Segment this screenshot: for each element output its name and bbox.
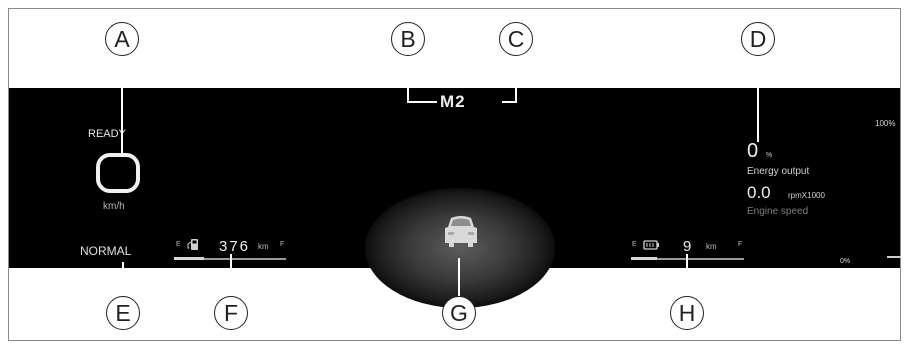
fuel-pump-icon (187, 239, 198, 250)
battery-range-value: 9 (683, 238, 692, 255)
road-glow (365, 188, 555, 308)
callout-a: A (105, 22, 139, 56)
speed-readout-zero (96, 153, 140, 193)
fuel-gauge-fill (174, 257, 204, 260)
battery-range-unit: km (706, 242, 717, 251)
leader-line-e (122, 262, 124, 296)
leader-line-d (757, 54, 759, 142)
energy-output-value: 0 (747, 140, 759, 162)
drive-mode: NORMAL (80, 244, 132, 258)
battery-icon (643, 240, 659, 250)
callout-c: C (499, 22, 533, 56)
callout-d: D (741, 22, 775, 56)
engine-speed-value: 0.0 (747, 183, 771, 202)
gauge-bottom-label: 0% (840, 258, 851, 265)
energy-output-label: Energy output (747, 166, 810, 177)
engine-speed-label: Engine speed (747, 206, 809, 217)
leader-line-c-horizontal (502, 101, 517, 103)
gear-indicator: M2 (440, 92, 466, 111)
leader-line-c-vertical (515, 54, 517, 102)
leader-line-h (686, 254, 688, 296)
leader-line-f (230, 254, 232, 296)
ready-indicator: READY (88, 128, 126, 140)
callout-b: B (391, 22, 425, 56)
speed-unit: km/h (103, 201, 125, 212)
leader-line-a (121, 54, 123, 156)
callout-g: G (442, 296, 476, 330)
battery-gauge-fill (631, 257, 657, 260)
battery-empty-label: E (632, 241, 637, 248)
fuel-range-value: 376 (219, 238, 251, 255)
energy-output-unit: % (766, 152, 773, 159)
leader-line-b-vertical (407, 54, 409, 102)
battery-full-label: F (738, 241, 743, 248)
car-icon (445, 216, 477, 247)
engine-speed-unit: rpmX1000 (788, 191, 825, 200)
gauge-bottom-tick (887, 256, 901, 258)
fuel-range-unit: km (258, 242, 269, 251)
gauge-top-label: 100% (875, 119, 896, 128)
leader-line-g (458, 258, 460, 296)
leader-line-b-horizontal (407, 101, 437, 103)
callout-f: F (214, 296, 248, 330)
fuel-full-label: F (280, 241, 285, 248)
callout-h: H (670, 296, 704, 330)
fuel-empty-label: E (176, 241, 181, 248)
callout-e: E (106, 296, 140, 330)
